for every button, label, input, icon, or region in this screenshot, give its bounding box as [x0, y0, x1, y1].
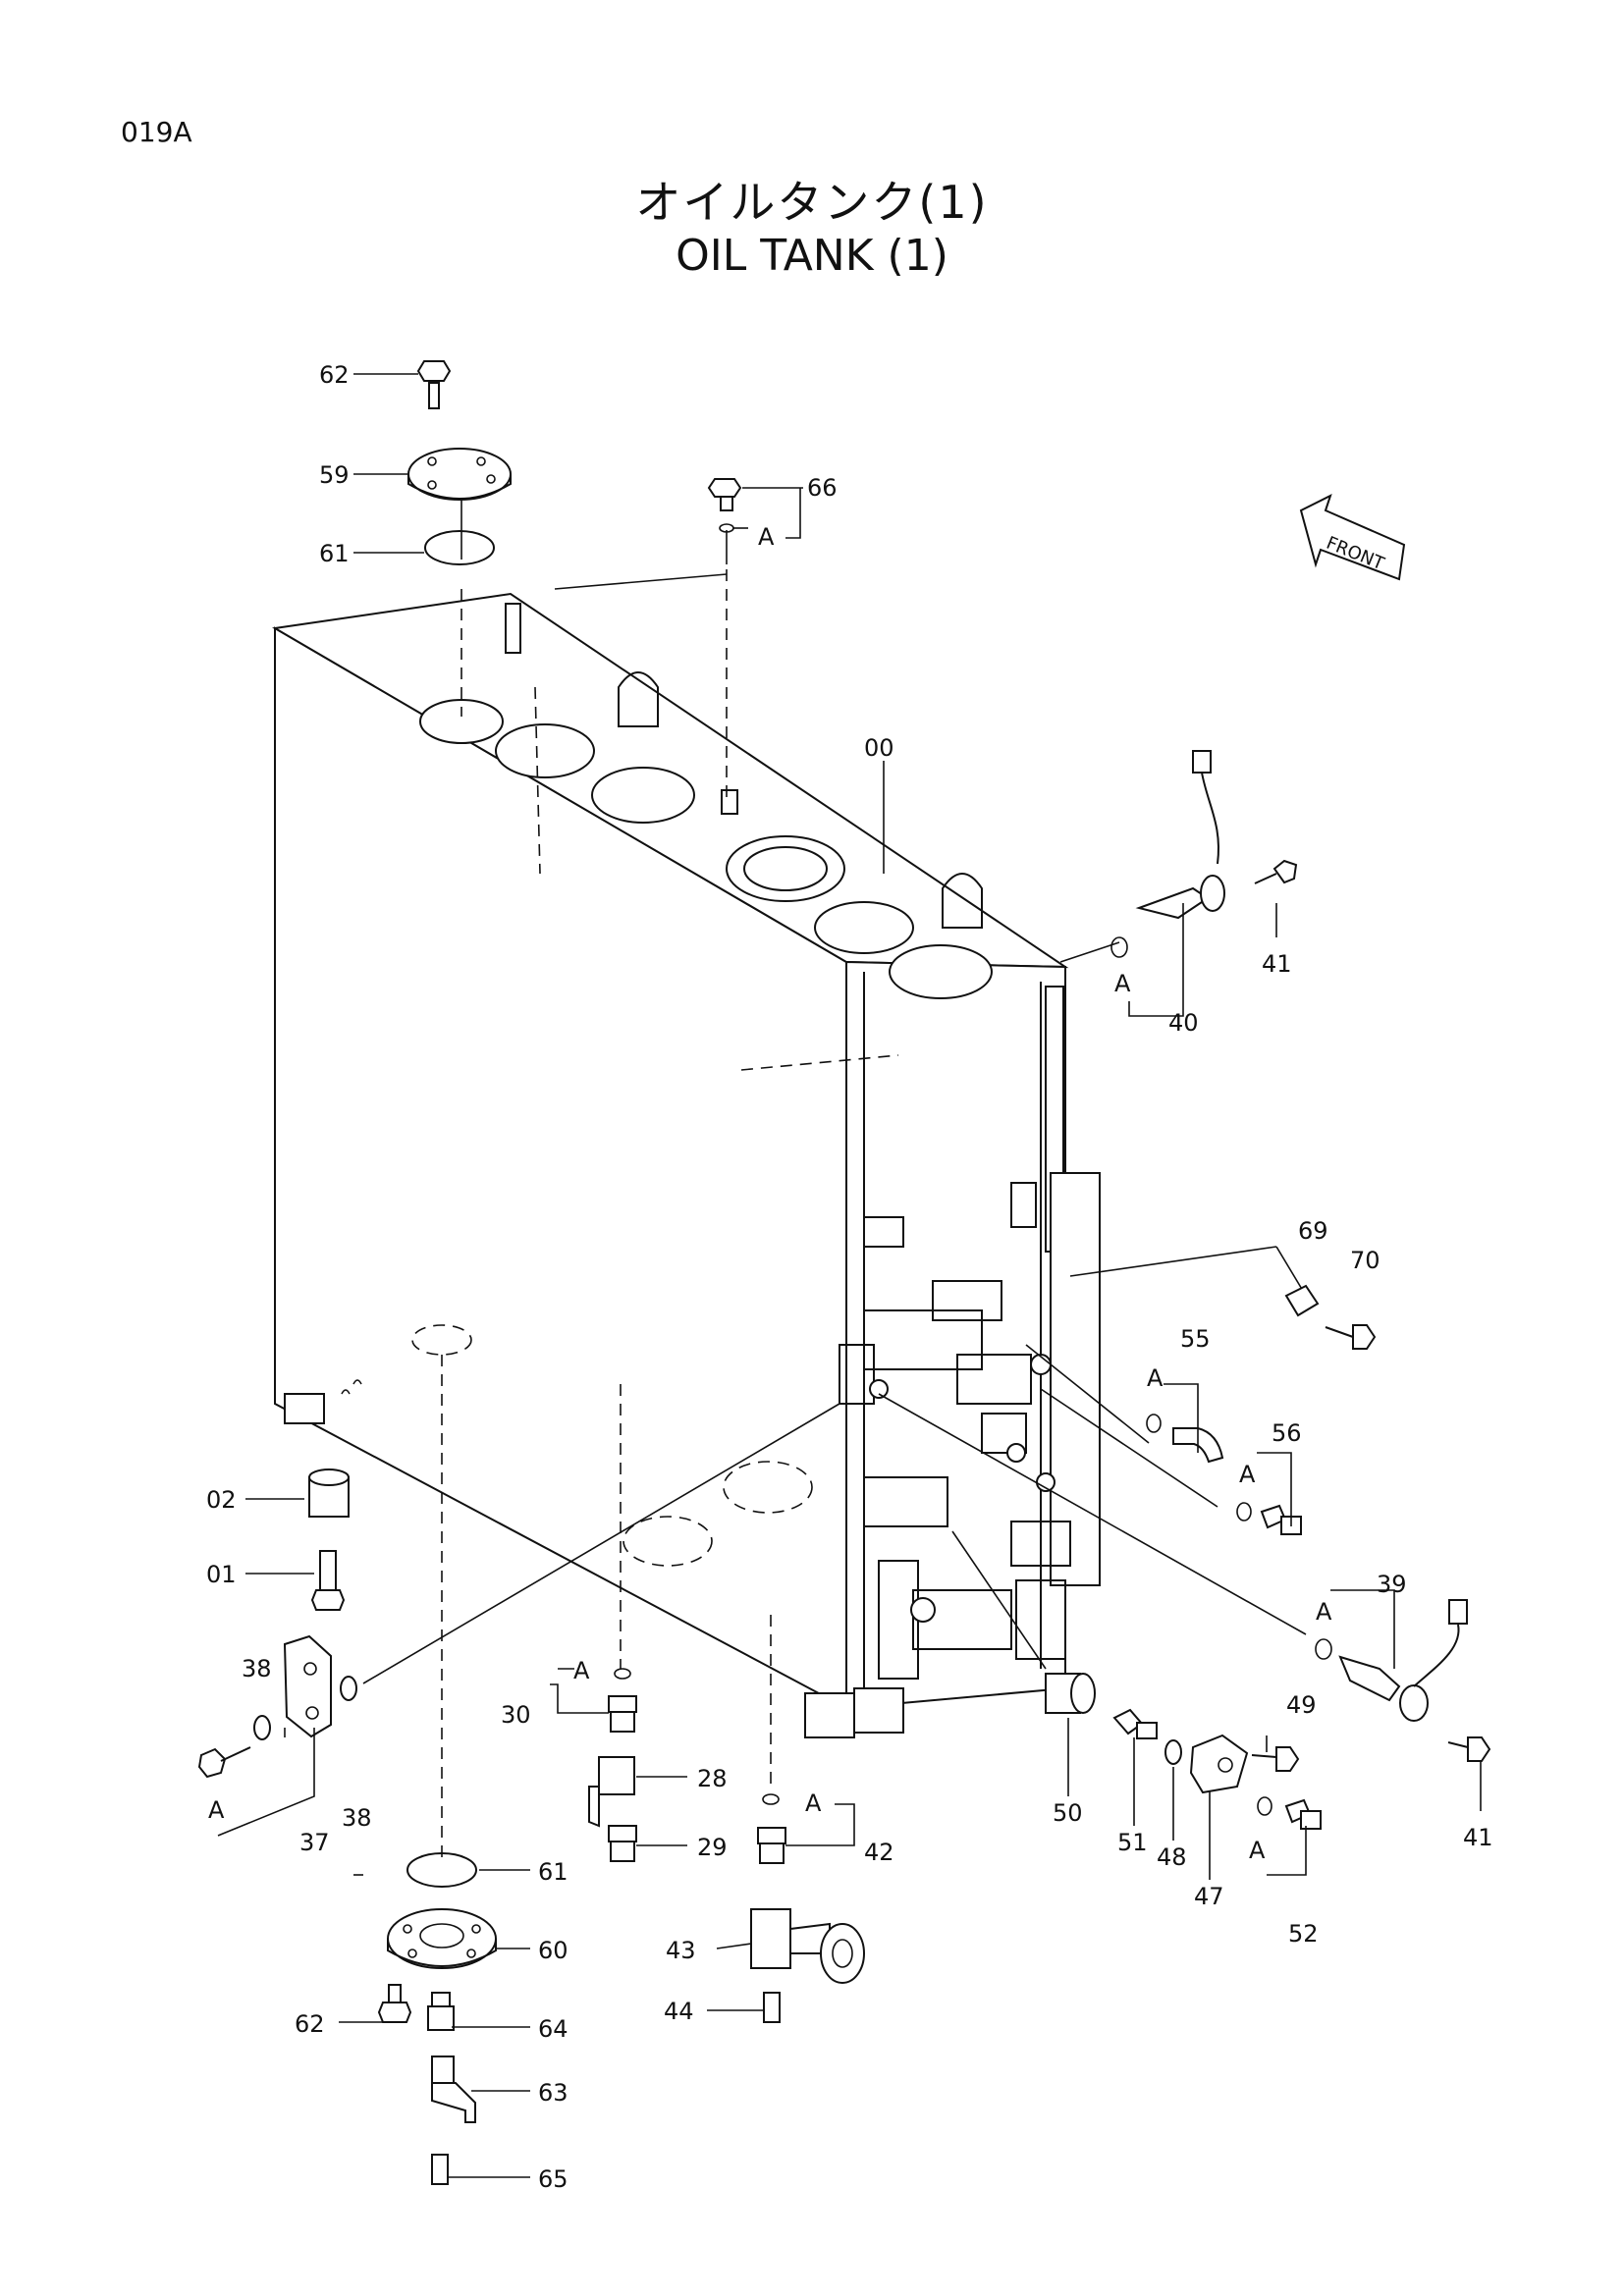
part-28-coupling — [588, 1756, 635, 1828]
part-52-fitting — [1257, 1796, 1322, 1830]
callout-40: 40 — [1168, 1009, 1199, 1037]
callout-42: 42 — [864, 1839, 894, 1866]
part-39-sensor — [1315, 1599, 1468, 1722]
part-38-washers — [253, 1676, 357, 1740]
part-44-plug — [763, 1992, 781, 2023]
callout-63: 63 — [538, 2079, 568, 2107]
callout-56: 56 — [1272, 1419, 1302, 1447]
part-61-o-ring-bottom — [406, 1852, 477, 1888]
callout-41: 41 — [1262, 950, 1292, 978]
part-02-spacer — [308, 1468, 350, 1518]
part-30-nipple — [608, 1668, 637, 1733]
callout-49: 49 — [1286, 1691, 1317, 1719]
callout-28: 28 — [697, 1765, 728, 1792]
part-01-bolt — [310, 1550, 346, 1611]
part-49-bolt — [1251, 1746, 1300, 1772]
title-english: OIL TANK (1) — [676, 231, 948, 281]
page-code: 019A — [121, 116, 192, 148]
part-64-nipple — [427, 1992, 455, 2031]
part-63-coupling — [431, 2056, 476, 2123]
callout-29: 29 — [697, 1834, 728, 1861]
callout-00: 00 — [864, 734, 894, 762]
callout-52: 52 — [1288, 1920, 1319, 1948]
callout-64: 64 — [538, 2015, 568, 2043]
part-bolt-37 — [197, 1746, 251, 1779]
callout-65: 65 — [538, 2165, 568, 2193]
part-42-nipple — [757, 1793, 786, 1864]
callout-02: 02 — [206, 1486, 237, 1514]
callout-59: 59 — [319, 461, 350, 489]
part-70-bolt — [1325, 1324, 1377, 1350]
part-37-bracket — [283, 1634, 332, 1738]
part-41-bolt-lower — [1447, 1736, 1491, 1762]
part-61-o-ring-top — [424, 530, 495, 565]
callout-51: 51 — [1117, 1829, 1148, 1856]
part-59-cover-plate — [407, 448, 512, 501]
callout-a: A — [805, 1789, 822, 1817]
callout-30: 30 — [501, 1701, 531, 1729]
part-47-block — [1189, 1734, 1249, 1794]
callout-43: 43 — [666, 1937, 696, 1964]
oil-tank-body — [272, 592, 1101, 1738]
part-29-plug — [608, 1825, 637, 1862]
title-japanese: オイルタンク(1) — [635, 176, 989, 229]
callout-38: 38 — [342, 1804, 372, 1832]
part-69-clamp — [1284, 1284, 1320, 1317]
callout-60: 60 — [538, 1937, 568, 1964]
callout-70: 70 — [1350, 1247, 1380, 1274]
callout-a: A — [1239, 1461, 1256, 1488]
callout-01: 01 — [206, 1561, 237, 1588]
callout-a: A — [1316, 1598, 1332, 1626]
callout-55: 55 — [1180, 1325, 1211, 1353]
callout-39: 39 — [1377, 1571, 1407, 1598]
callout-66: 66 — [807, 474, 838, 502]
callout-a: A — [573, 1657, 590, 1684]
part-40-level-switch — [1110, 750, 1225, 958]
part-50-strainer — [1045, 1673, 1096, 1714]
callout-62: 62 — [295, 2010, 325, 2038]
callout-69: 69 — [1298, 1217, 1328, 1245]
callout-50: 50 — [1053, 1799, 1083, 1827]
part-48-o-ring — [1164, 1739, 1182, 1765]
callout-a: A — [1249, 1837, 1266, 1864]
callout-44: 44 — [664, 1998, 694, 2025]
callout-41: 41 — [1463, 1824, 1493, 1851]
part-60-cover-flange — [387, 1908, 497, 1969]
callout-a: A — [1147, 1364, 1164, 1392]
front-arrow-icon — [1299, 494, 1406, 581]
assembly-lines — [362, 461, 1307, 1860]
callout-37: 37 — [299, 1829, 330, 1856]
part-62-bolt-top — [416, 360, 452, 409]
part-43-valve — [750, 1908, 865, 1984]
callout-61: 61 — [319, 540, 350, 567]
callout-47: 47 — [1194, 1883, 1224, 1910]
callout-labels: 62 59 61 66 A 00 41 A 40 69 70 55 A 56 A… — [206, 361, 1493, 2193]
callout-a: A — [758, 523, 775, 551]
part-65-plug — [431, 2154, 449, 2185]
callout-a: A — [1114, 970, 1131, 997]
callout-48: 48 — [1157, 1843, 1187, 1871]
part-66-plug — [707, 478, 742, 533]
leader-lines — [217, 373, 1482, 2178]
part-51-fitting — [1112, 1708, 1158, 1739]
part-41-bolt-upper — [1254, 859, 1298, 884]
callout-62: 62 — [319, 361, 350, 389]
part-55-elbow — [1146, 1414, 1224, 1464]
part-62-bolt-bottom — [377, 1984, 412, 2023]
callout-61: 61 — [538, 1858, 568, 1886]
callout-a: A — [208, 1796, 225, 1824]
callout-38: 38 — [242, 1655, 272, 1682]
